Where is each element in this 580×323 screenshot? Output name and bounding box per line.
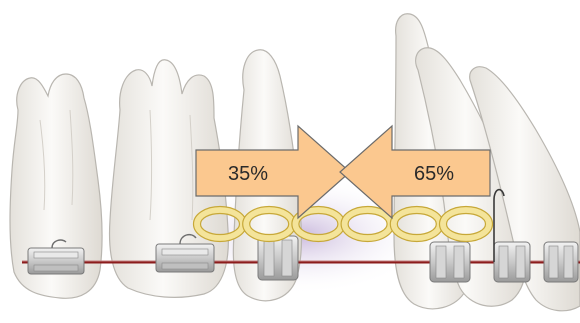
bracket-icon [430, 242, 470, 282]
left-arrow-percentage: 35% [228, 163, 268, 185]
bracket-icon [494, 242, 530, 282]
bracket-icon [258, 236, 298, 280]
bracket-icon [544, 242, 578, 282]
right-arrow-percentage: 65% [414, 163, 454, 185]
